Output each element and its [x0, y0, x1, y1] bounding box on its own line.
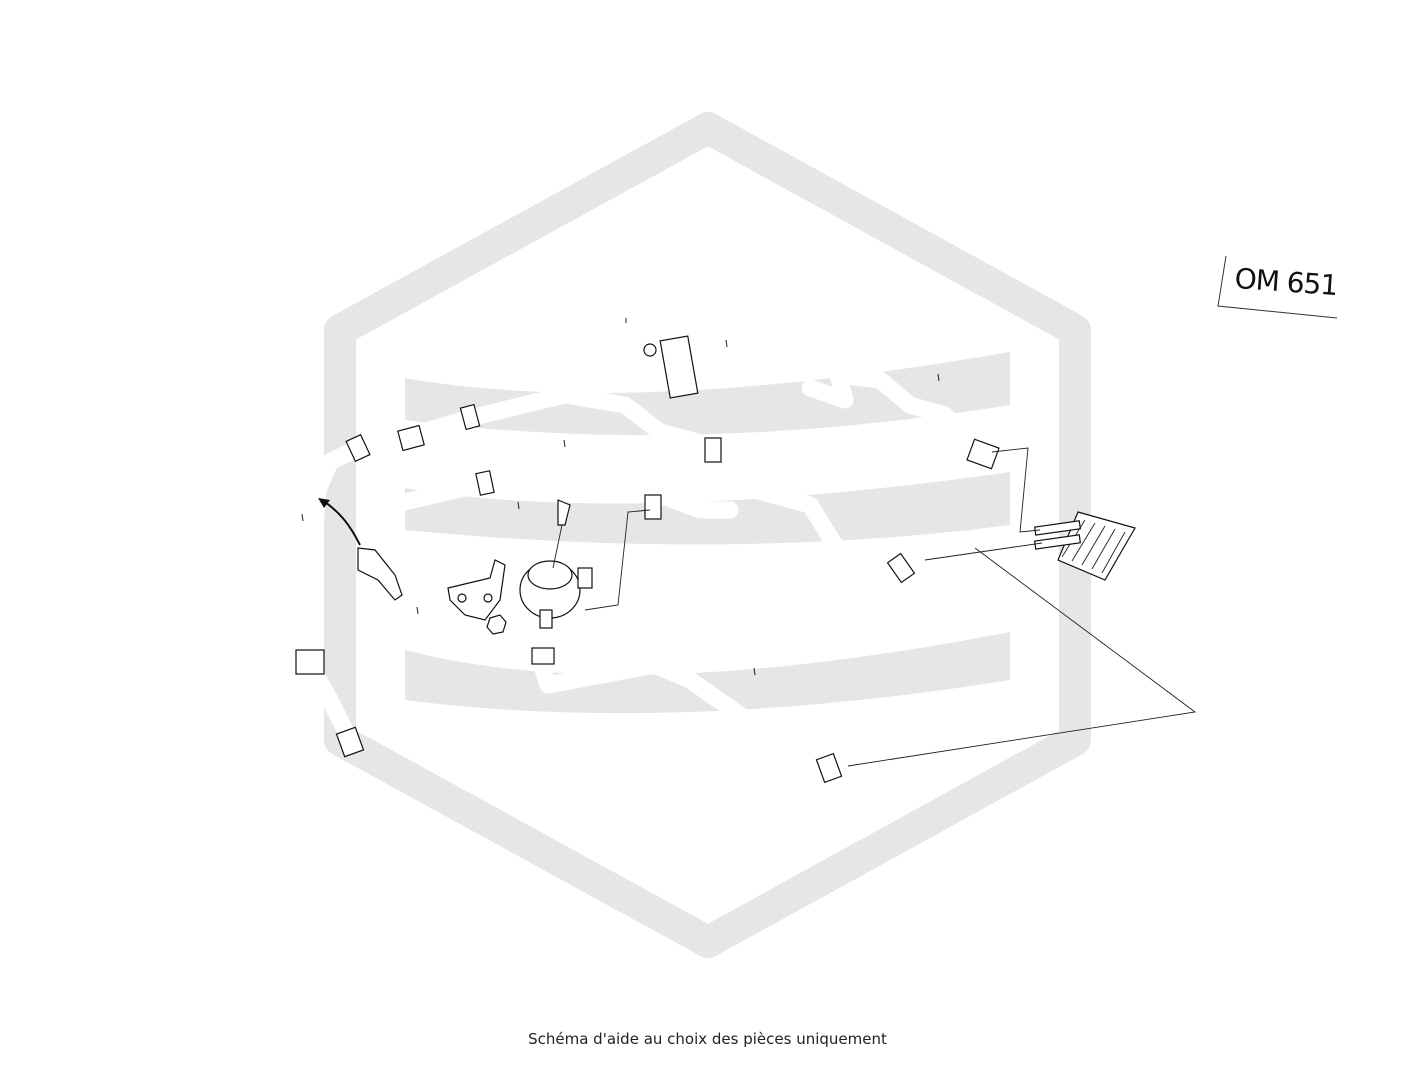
watermark-wave-bottom: [405, 632, 1010, 714]
hose-t-piece: [295, 649, 325, 675]
hose-lower: [531, 647, 844, 799]
hose-clamp: [397, 424, 425, 452]
leader-line: [584, 509, 651, 611]
hose-clamp: [644, 494, 662, 520]
direction-arrow-head: [318, 498, 330, 508]
relay-holder: [643, 335, 699, 399]
hose-clamp: [531, 647, 555, 665]
hose-connector: [335, 726, 365, 758]
hose-upper-right: [801, 366, 1000, 470]
hose-left: [295, 433, 371, 758]
hose-connector: [966, 438, 1000, 470]
hose-upper: [386, 386, 916, 594]
pump-bracket: [447, 559, 506, 621]
hose-connector: [815, 752, 843, 784]
watermark-hexagon: [324, 112, 1091, 958]
hose-clamp: [459, 403, 481, 431]
leader-line: [847, 547, 1197, 767]
hose-middle: [391, 456, 739, 520]
engine-label-frame: [1217, 255, 1338, 319]
leader-line: [924, 542, 1043, 561]
hose-clamp: [345, 433, 371, 463]
hex-nut: [486, 614, 507, 635]
heater-core: [1033, 511, 1136, 581]
clip-bracket: [357, 547, 403, 601]
watermark-wave-top: [405, 352, 1010, 436]
index-ticks: [301, 318, 940, 676]
engine-code-label: OM 651: [1233, 262, 1339, 303]
water-pump: [519, 499, 593, 629]
hose-connector: [704, 437, 722, 463]
diagram-caption: Schéma d'aide au choix des pièces unique…: [528, 1030, 887, 1048]
watermark-logo: [324, 112, 1091, 958]
hose-connector: [886, 552, 916, 584]
hose-clamp: [475, 470, 495, 496]
leader-line: [991, 447, 1041, 533]
